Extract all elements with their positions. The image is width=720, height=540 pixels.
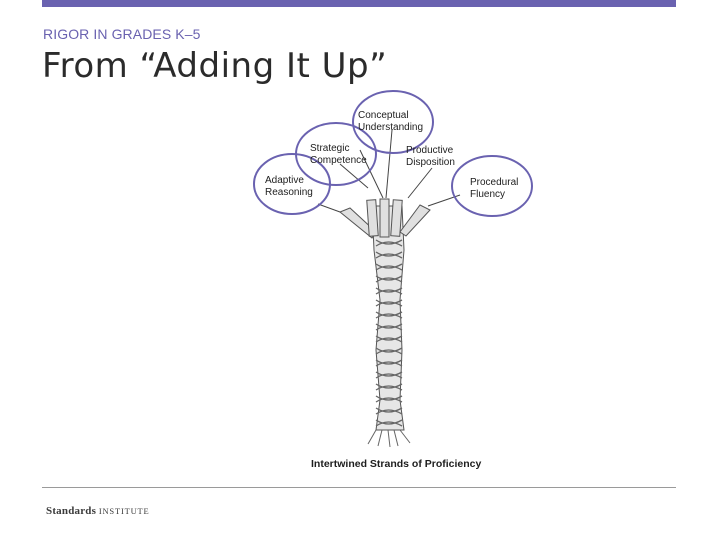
logo-bold-text: Standards [46,505,96,517]
strand-tops [340,199,430,238]
footer-rule [42,487,676,488]
diagram-caption: Intertwined Strands of Proficiency [311,458,482,470]
label-procedural-line1: Procedural [470,177,518,188]
label-procedural-line2: Fluency [470,189,505,200]
logo-rest-text: INSTITUTE [99,506,150,516]
label-adaptive-line2: Reasoning [265,187,313,198]
braided-rope [368,206,410,447]
label-strategic-line2: Competence [310,155,367,166]
label-productive-line2: Disposition [406,157,455,168]
label-conceptual-line2: Understanding [358,122,423,133]
label-adaptive-line1: Adaptive [265,175,304,186]
label-conceptual-line1: Conceptual [358,110,409,121]
label-productive-line1: Productive [406,145,454,156]
standards-institute-logo: Standards INSTITUTE [46,505,150,517]
label-strategic-line1: Strategic [310,143,349,154]
